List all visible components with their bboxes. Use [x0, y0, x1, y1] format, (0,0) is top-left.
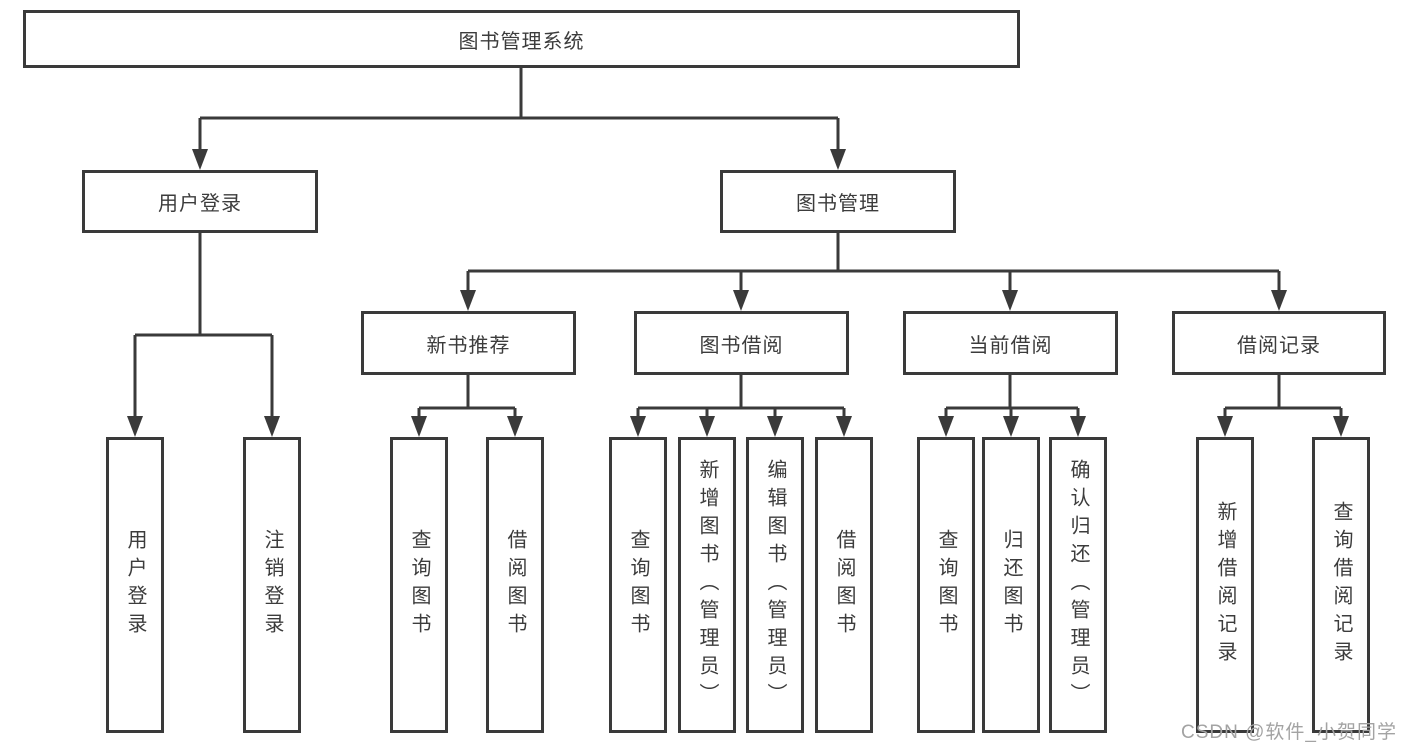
leaf-label: 新增图书（管理员） — [696, 459, 718, 711]
leaf-query-books-borrowing: 查询图书 — [609, 437, 667, 733]
leaf-label: 编辑图书（管理员） — [764, 459, 786, 711]
leaf-query-books-recommend: 查询图书 — [390, 437, 448, 733]
leaf-label: 注销登录 — [261, 529, 283, 641]
node-library-system: 图书管理系统 — [23, 10, 1020, 68]
node-book-borrowing: 图书借阅 — [634, 311, 849, 375]
leaf-user-login: 用户登录 — [106, 437, 164, 733]
leaf-add-borrow-record: 新增借阅记录 — [1196, 437, 1254, 733]
leaf-query-books-current: 查询图书 — [917, 437, 975, 733]
leaf-confirm-return-admin: 确认归还（管理员） — [1049, 437, 1107, 733]
leaf-add-book-admin: 新增图书（管理员） — [678, 437, 736, 733]
leaf-label: 用户登录 — [124, 529, 146, 641]
node-new-book-recommend: 新书推荐 — [361, 311, 576, 375]
leaf-borrow-books-borrowing: 借阅图书 — [815, 437, 873, 733]
node-book-management: 图书管理 — [720, 170, 956, 233]
leaf-return-book: 归还图书 — [982, 437, 1040, 733]
leaf-label: 借阅图书 — [504, 529, 526, 641]
leaf-label: 查询图书 — [408, 529, 430, 641]
leaf-label: 确认归还（管理员） — [1067, 459, 1089, 711]
leaf-label: 查询图书 — [627, 529, 649, 641]
leaf-edit-book-admin: 编辑图书（管理员） — [746, 437, 804, 733]
node-current-borrowing: 当前借阅 — [903, 311, 1118, 375]
leaf-label: 查询借阅记录 — [1330, 501, 1352, 669]
leaf-query-borrow-record: 查询借阅记录 — [1312, 437, 1370, 733]
node-borrow-records: 借阅记录 — [1172, 311, 1386, 375]
leaf-label: 借阅图书 — [833, 529, 855, 641]
leaf-label: 查询图书 — [935, 529, 957, 641]
leaf-borrow-books-recommend: 借阅图书 — [486, 437, 544, 733]
leaf-label: 新增借阅记录 — [1214, 501, 1236, 669]
leaf-label: 归还图书 — [1000, 529, 1022, 641]
watermark-text: CSDN @软件_小贺同学 — [1181, 722, 1397, 743]
node-user-login: 用户登录 — [82, 170, 318, 233]
leaf-logout: 注销登录 — [243, 437, 301, 733]
